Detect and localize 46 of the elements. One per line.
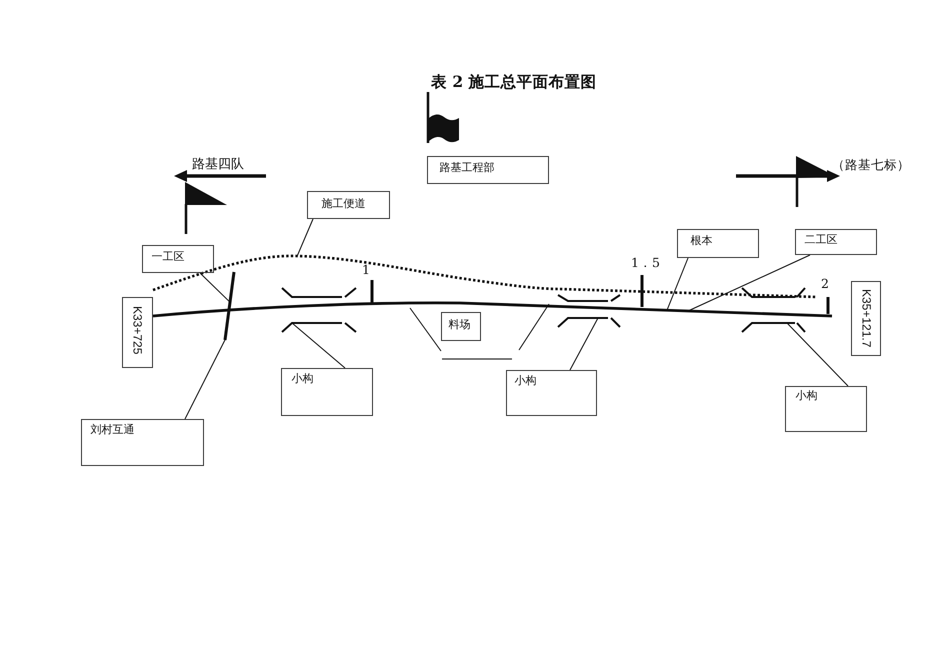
work-area-box bbox=[795, 229, 877, 255]
culvert-box bbox=[281, 368, 373, 416]
yard-box bbox=[441, 312, 481, 341]
work-area-label: 二工区 bbox=[804, 234, 838, 246]
culvert-box bbox=[785, 386, 867, 432]
diagram-title: 表 2 施工总平面布置图 bbox=[431, 73, 597, 91]
leader-line bbox=[688, 254, 810, 312]
interchange-label: 刘村互通 bbox=[90, 424, 135, 436]
leader-line bbox=[200, 272, 230, 303]
chainage-label: K33+725 bbox=[130, 306, 144, 354]
leader-line bbox=[570, 318, 598, 370]
leader-line bbox=[666, 258, 688, 311]
marker-number: 1．5 bbox=[631, 256, 660, 270]
chainage-marker bbox=[370, 280, 374, 305]
culvert-label: 小构 bbox=[514, 374, 537, 388]
callout-box bbox=[677, 229, 759, 258]
marker-number: 2 bbox=[821, 277, 829, 292]
interchange-box bbox=[81, 419, 204, 466]
access-road-box bbox=[307, 191, 390, 219]
work-area-box bbox=[142, 245, 214, 273]
site-office-box bbox=[427, 156, 549, 184]
direction-label: （路基七标） bbox=[832, 158, 910, 172]
work-area-label: 一工区 bbox=[152, 250, 185, 264]
direction-label: 路基四队 bbox=[192, 158, 244, 173]
crossing-road bbox=[224, 272, 236, 340]
chainage-label: K35+121.7 bbox=[858, 288, 872, 347]
main-road bbox=[152, 301, 832, 318]
culvert-label: 小构 bbox=[292, 372, 314, 386]
leader-line bbox=[296, 218, 314, 256]
chainage-marker bbox=[640, 275, 644, 307]
culvert-label: 小构 bbox=[796, 390, 818, 402]
yard-label: 料场 bbox=[448, 318, 471, 332]
site-office-label: 路基工程部 bbox=[440, 162, 495, 174]
chainage-box bbox=[851, 281, 881, 356]
chainage-marker bbox=[826, 297, 830, 314]
culvert-symbol bbox=[281, 287, 357, 333]
chainage-box bbox=[122, 297, 153, 368]
leader-line bbox=[184, 339, 226, 420]
culvert-symbol bbox=[557, 294, 621, 328]
marker-number: 1 bbox=[362, 263, 370, 278]
culvert-box bbox=[506, 370, 597, 416]
callout-label: 根本 bbox=[690, 234, 713, 248]
culvert-symbol bbox=[741, 287, 806, 333]
access-road-label: 施工便道 bbox=[322, 198, 366, 210]
leader-line bbox=[786, 322, 848, 386]
leader-line bbox=[292, 322, 346, 368]
